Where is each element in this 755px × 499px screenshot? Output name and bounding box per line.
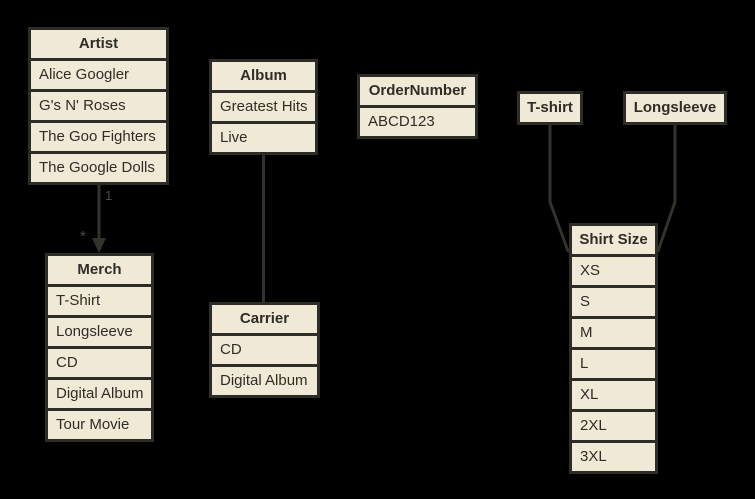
table-carrier: Carrier CD Digital Album [209,302,320,398]
table-tshirt-header: T-shirt [527,99,573,116]
table-shirtsize: Shirt Size XS S M L XL 2XL 3XL [569,223,658,474]
table-row: XS [572,254,655,285]
table-row: 3XL [572,440,655,471]
table-row: CD [212,333,317,364]
arrowhead-icon [92,238,106,253]
table-row: Longsleeve [48,315,151,346]
table-album: Album Greatest Hits Live [209,59,318,155]
table-row: L [572,347,655,378]
table-row: G's N' Roses [31,89,166,120]
table-row: M [572,316,655,347]
table-row: Tour Movie [48,408,151,439]
table-ordernumber-header: OrderNumber [368,82,467,99]
table-row: CD [48,346,151,377]
table-row: The Goo Fighters [31,120,166,151]
multiplicity-label-one: 1 [105,188,113,203]
table-album-header: Album [240,67,287,84]
table-merch-header: Merch [77,261,122,278]
table-merch: Merch T-Shirt Longsleeve CD Digital Albu… [45,253,154,442]
multiplicity-label-many: * [80,228,86,245]
table-row: T-Shirt [48,284,151,315]
table-artist-header: Artist [78,35,119,52]
edge-tshirt-shirtsize [548,121,570,253]
table-row: The Google Dolls [31,151,166,182]
table-ordernumber: OrderNumber ABCD123 [357,74,478,139]
table-shirtsize-header: Shirt Size [579,231,648,248]
table-row: Digital Album [48,377,151,408]
edge-longsleeve-shirtsize [656,121,677,253]
table-row: Digital Album [212,364,317,395]
table-longsleeve: Longsleeve [623,91,727,125]
table-artist: Artist Alice Googler G's N' Roses The Go… [28,27,169,185]
table-row: XL [572,378,655,409]
table-row: ABCD123 [360,105,475,136]
table-row: 2XL [572,409,655,440]
table-row: Alice Googler [31,58,166,89]
table-row: Live [212,121,315,152]
table-row: S [572,285,655,316]
table-row: Greatest Hits [212,90,315,121]
table-longsleeve-header: Longsleeve [633,99,717,116]
table-carrier-header: Carrier [239,310,290,327]
table-tshirt: T-shirt [517,91,583,125]
